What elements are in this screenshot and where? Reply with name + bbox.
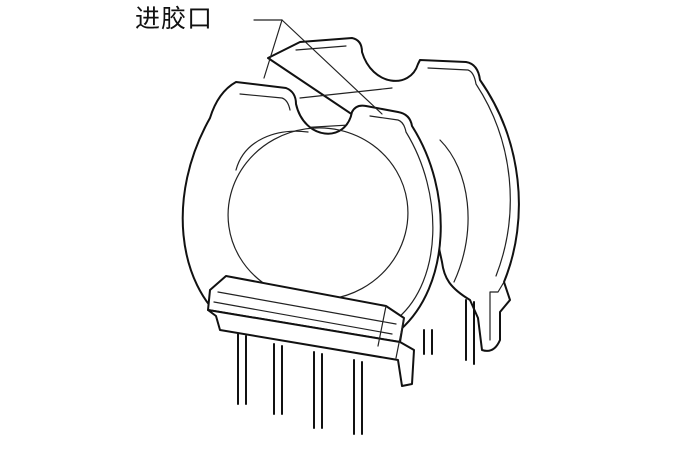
pin-3 xyxy=(313,351,323,429)
pins xyxy=(237,299,475,435)
rear-flange-pin-edge xyxy=(489,281,505,341)
front-flange-rim xyxy=(239,93,434,319)
pin-block xyxy=(207,275,415,387)
window-back-edge xyxy=(235,130,309,171)
tube-top-edge-1 xyxy=(299,87,393,99)
injection-gate-label: 进胶口 xyxy=(135,4,214,33)
pin-4 xyxy=(353,359,363,435)
rear-flange-outline xyxy=(267,37,520,352)
leader-line-2 xyxy=(281,19,383,115)
pin-block-ridge-2 xyxy=(213,301,393,335)
callout-leaders xyxy=(253,19,383,115)
pin-block-bevel xyxy=(377,305,405,359)
front-flange xyxy=(181,81,442,331)
rear-flange xyxy=(267,37,520,352)
pin-block-front xyxy=(207,309,415,387)
pin-rear-2 xyxy=(465,299,475,365)
pin-2 xyxy=(273,343,283,415)
pin-block-ridge-1 xyxy=(217,291,397,325)
pin-1 xyxy=(237,333,247,405)
leader-line-1 xyxy=(263,19,283,79)
tube-inner-right xyxy=(439,139,469,283)
rear-flange-inner-edge xyxy=(295,45,511,277)
pin-rear-1 xyxy=(423,329,433,355)
